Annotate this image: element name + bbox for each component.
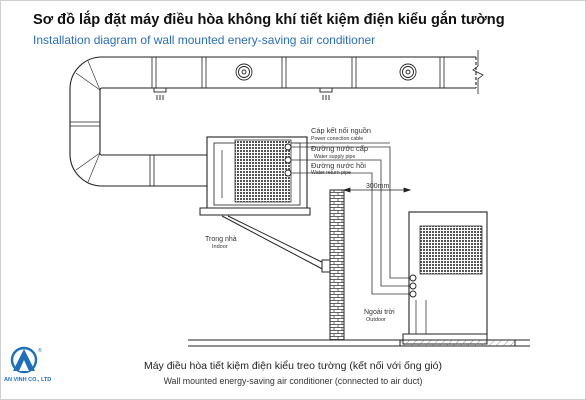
- indoor-grille: [234, 139, 292, 203]
- air-duct: [69, 56, 477, 187]
- outdoor-unit: [402, 211, 515, 347]
- pipe-route: [291, 142, 410, 295]
- indoor-label-en: Indoor: [212, 244, 228, 250]
- company-logo-icon: ®: [10, 346, 42, 374]
- dimension-label: 300mm: [366, 183, 390, 190]
- registered-mark: ®: [38, 347, 42, 354]
- duct-fan: [399, 63, 417, 81]
- air-outlet: [153, 87, 167, 100]
- dimension-line: [342, 187, 412, 193]
- return-pipe-label-en: Water return pipe: [311, 170, 351, 176]
- indoor-unit: [199, 136, 311, 216]
- caption-english: Wall mounted energy-saving air condition…: [163, 376, 423, 386]
- title-vietnamese: Sơ đồ lắp đặt máy điều hòa không khí tiế…: [33, 12, 505, 28]
- return-pipe-label: Đường nước hồi: [311, 161, 366, 170]
- air-outlet: [319, 87, 333, 100]
- connection-port: [409, 274, 417, 298]
- caption-vietnamese: Máy điều hòa tiết kiệm điện kiểu treo tư…: [143, 360, 443, 372]
- title-english: Installation diagram of wall mounted ene…: [33, 33, 376, 47]
- indoor-label: Trong nhà: [205, 236, 237, 243]
- supply-pipe-label-en: Water supply pipe: [314, 154, 355, 160]
- duct-fan: [235, 63, 253, 81]
- support-bracket: [221, 215, 335, 273]
- outdoor-grille: [419, 225, 483, 275]
- power-cable-label-en: Power conection cable: [311, 136, 363, 142]
- company-name: AN VINH CO., LTD: [4, 377, 52, 383]
- floor: [188, 339, 530, 347]
- power-cable-label: Cáp kết nối nguồn: [311, 126, 371, 135]
- duct-break-line: [472, 50, 484, 94]
- supply-pipe-label: Đường nước cấp: [311, 144, 368, 153]
- brick-wall: [329, 189, 345, 341]
- outdoor-label-en: Outdoor: [366, 317, 386, 323]
- connection-port: [284, 143, 292, 177]
- outdoor-label: Ngoài trời: [364, 309, 395, 316]
